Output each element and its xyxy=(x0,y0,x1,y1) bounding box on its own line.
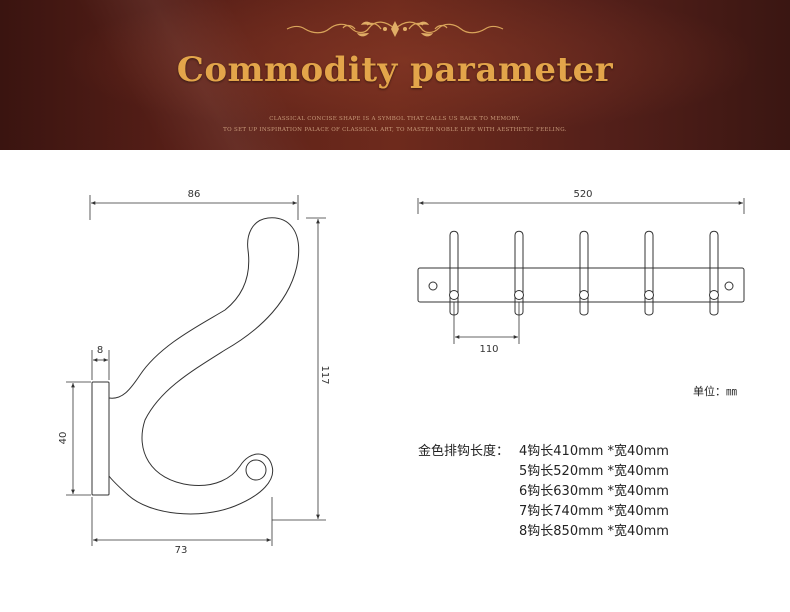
spec-label: 金色排钩长度： xyxy=(418,444,510,459)
rail-screw-hole-left xyxy=(428,281,438,291)
floral-ornament-icon xyxy=(286,21,504,37)
banner-shine xyxy=(0,0,380,150)
single-hook-drawing xyxy=(91,217,300,515)
dim-width-bottom: 73 xyxy=(175,545,188,556)
dim-total-height: 117 xyxy=(319,365,330,384)
dim-plate-height: 40 xyxy=(58,432,69,445)
dim-rail-length: 520 xyxy=(573,189,592,200)
dim-hook-spacing: 110 xyxy=(479,344,498,355)
rail-hook xyxy=(579,230,589,316)
spec-line: 7钩长740mm *宽40mm xyxy=(519,504,669,519)
rail-screw-hole-right xyxy=(724,281,734,291)
hook-end-ring xyxy=(245,459,267,481)
dim-width-top: 86 xyxy=(188,189,201,200)
rail-hook xyxy=(449,230,459,316)
hook-rail-drawing xyxy=(417,230,745,316)
spec-line: 4钩长410mm *宽40mm xyxy=(519,444,669,459)
hook-body-outline xyxy=(108,217,300,515)
spec-line: 6钩长630mm *宽40mm xyxy=(519,484,669,499)
spec-line: 5钩长520mm *宽40mm xyxy=(519,464,669,479)
header-banner: Commodity parameter CLASSICAL CONCISE SH… xyxy=(0,0,790,150)
dimension-diagram: 86 117 8 40 73 520 110 xyxy=(58,189,745,556)
banner-subtitle-line-2: TO SET UP INSPIRATION PALACE OF CLASSICA… xyxy=(223,127,567,133)
rail-hook xyxy=(514,230,524,316)
unit-label: 单位：㎜ xyxy=(693,385,737,398)
rail-plate xyxy=(417,267,745,303)
banner-subtitle-line-1: CLASSICAL CONCISE SHAPE IS A SYMBOL THAT… xyxy=(269,116,521,122)
dim-plate-thickness: 8 xyxy=(97,345,103,356)
hook-wall-plate xyxy=(91,381,110,496)
rail-hook xyxy=(709,230,719,316)
rail-hook xyxy=(644,230,654,316)
page-title: Commodity parameter xyxy=(176,50,614,90)
spec-line: 8钩长850mm *宽40mm xyxy=(519,524,669,539)
